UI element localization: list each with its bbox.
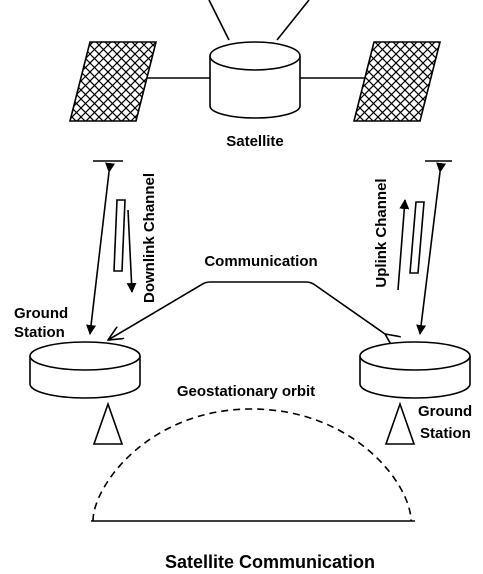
downlink-channel-label: Downlink Channel [141, 173, 158, 303]
solar-panel-right [352, 41, 442, 122]
satellite-label: Satellite [226, 133, 284, 150]
ground-station-right-dish [359, 341, 471, 399]
geostationary-orbit-label: Geostationary orbit [177, 383, 315, 400]
downlink-signal-bar [113, 199, 126, 272]
diagram-title: Satellite Communication [165, 552, 375, 572]
satellite-antenna-left [208, 0, 230, 41]
ground-station-right-label-line1: Ground [418, 403, 472, 420]
ground-station-left-stand [92, 401, 124, 445]
ground-station-left-dish [29, 341, 141, 399]
solar-panel-left [68, 41, 158, 122]
uplink-direction-arrow [397, 199, 410, 291]
downlink-direction-arrow [126, 209, 137, 293]
communication-label: Communication [204, 253, 317, 270]
downlink-arrow [86, 162, 116, 335]
geostationary-orbit-arc [92, 408, 412, 522]
satellite-body [209, 41, 301, 119]
ground-station-left-label-line2: Station [14, 324, 65, 341]
uplink-arrow [416, 162, 447, 335]
uplink-channel-label: Uplink Channel [373, 178, 390, 287]
uplink-signal-bar [409, 201, 425, 274]
ground-station-right-label-line2: Station [420, 425, 471, 442]
ground-station-left-label-line1: Ground [14, 305, 68, 322]
ground-station-right-stand [384, 401, 416, 445]
communication-path [108, 281, 385, 340]
satellite-antenna-right [276, 0, 310, 41]
